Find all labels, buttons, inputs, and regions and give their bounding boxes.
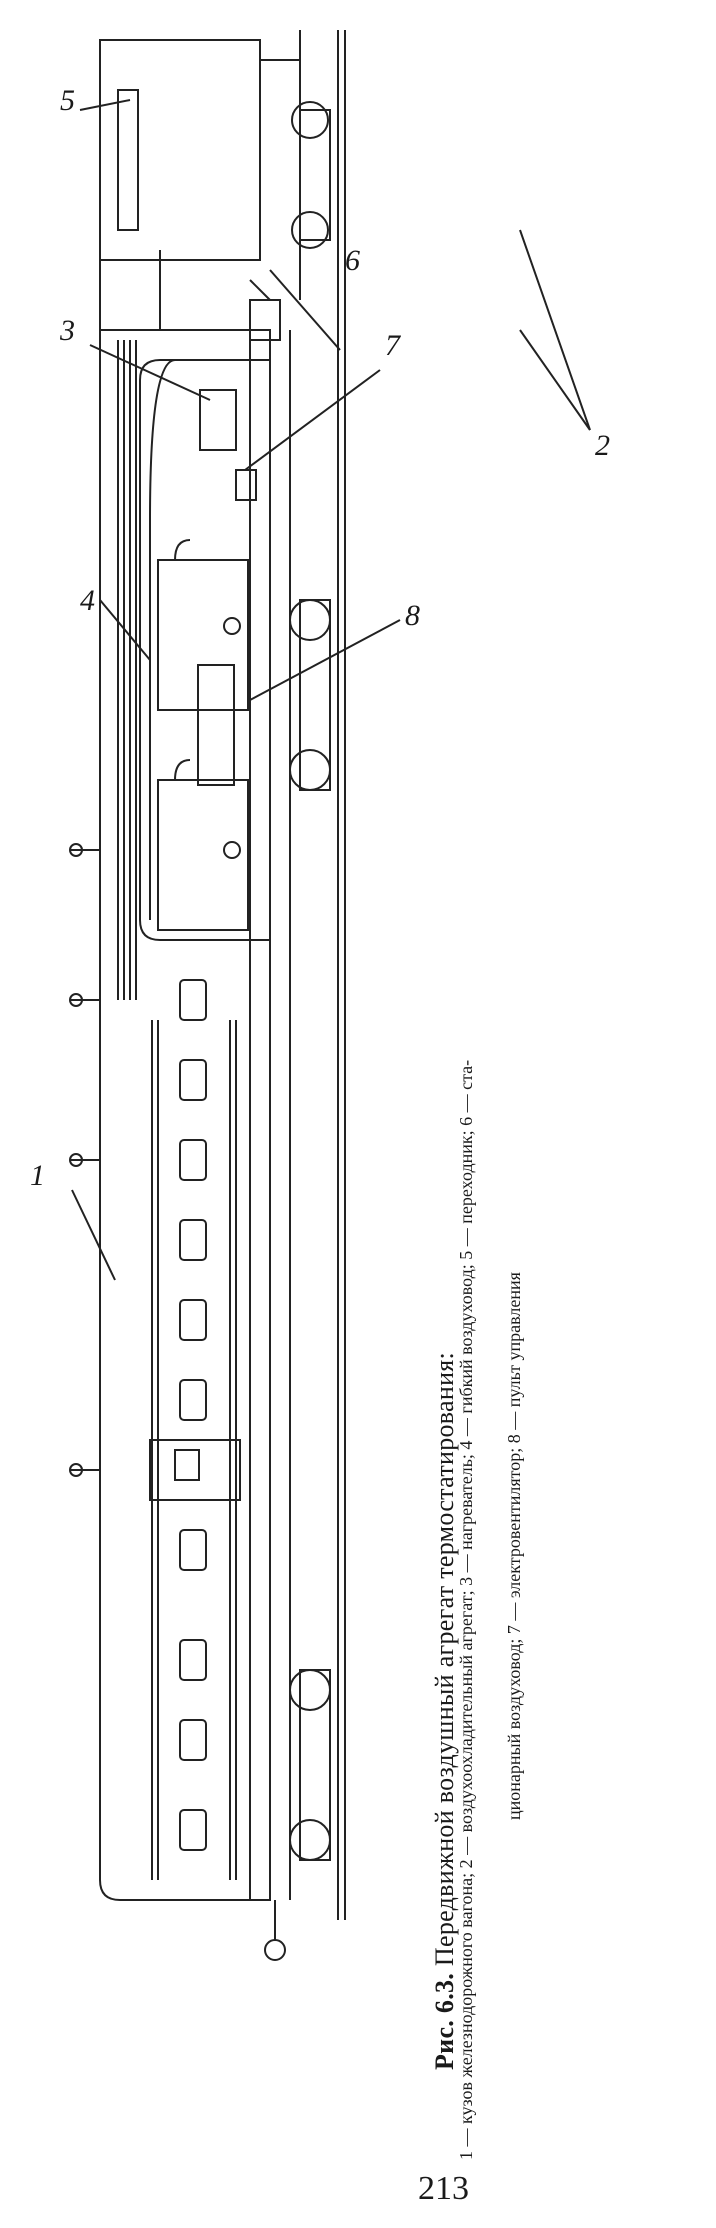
- equipment-compartment: [139, 359, 271, 941]
- callout-leader-5: [79, 99, 131, 111]
- callout-leader-2a: [519, 229, 591, 431]
- bogie-rear: [289, 1669, 331, 1861]
- callout-5: 5: [60, 84, 75, 117]
- callout-7: 7: [385, 329, 402, 362]
- callout-leader-6: [269, 269, 341, 351]
- callout-leader-3: [89, 344, 211, 401]
- callout-leader-4: [99, 599, 151, 661]
- callout-leader-7: [244, 369, 381, 471]
- air-cooler-unit-b: [157, 779, 249, 931]
- callout-2: 2: [595, 429, 610, 462]
- control-panel: [197, 664, 235, 786]
- page-number: 213: [418, 2170, 469, 2207]
- callout-8: 8: [405, 599, 420, 632]
- callout-3: 3: [59, 314, 75, 347]
- railcar-body: [69, 329, 291, 1961]
- callout-1: 1: [30, 1159, 45, 1192]
- bogie-front: [289, 599, 331, 791]
- air-cooler-unit-a: [157, 559, 249, 711]
- callout-4: 4: [80, 584, 95, 617]
- callout-leader-8: [249, 619, 401, 701]
- callout-6: 6: [345, 244, 360, 277]
- callout-leader-2b: [519, 329, 591, 431]
- callout-leader-1: [71, 1189, 116, 1281]
- fan: [235, 469, 257, 501]
- heater: [199, 389, 237, 451]
- stationary-building: [99, 30, 331, 341]
- flexible-duct: [117, 89, 139, 231]
